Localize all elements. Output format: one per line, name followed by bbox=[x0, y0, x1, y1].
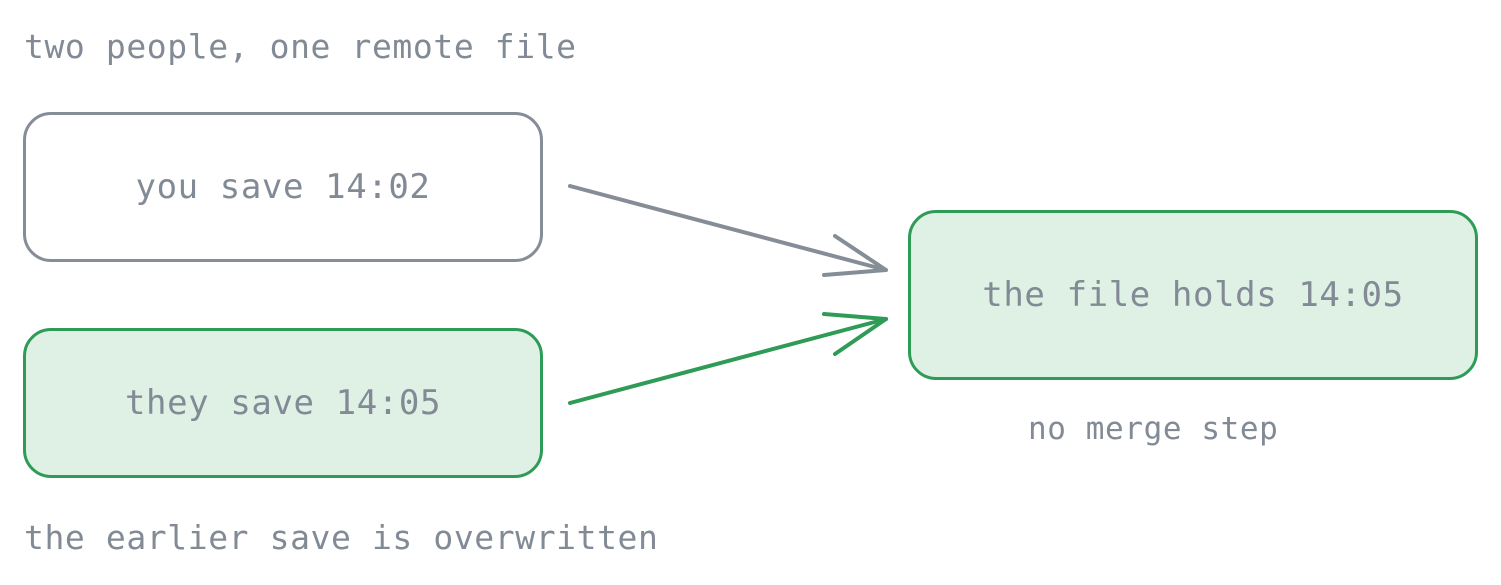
arrow-they-save-head bbox=[822, 312, 888, 356]
they-save-box: they save 14:05 bbox=[23, 328, 543, 478]
arrow-you-save-to-file bbox=[568, 184, 888, 277]
arrow-they-save-to-file bbox=[568, 312, 888, 405]
diagram-title: two people, one remote file bbox=[24, 27, 577, 66]
they-save-label: they save 14:05 bbox=[124, 383, 442, 423]
arrow-they-save-shaft bbox=[568, 317, 888, 405]
file-holds-box: the file holds 14:05 bbox=[908, 210, 1478, 380]
file-holds-label: the file holds 14:05 bbox=[982, 275, 1404, 315]
arrow-you-save-shaft bbox=[568, 184, 888, 272]
arrow-you-save-head bbox=[822, 234, 888, 277]
you-save-label: you save 14:02 bbox=[135, 167, 431, 207]
no-merge-note: no merge step bbox=[1028, 411, 1279, 447]
you-save-box: you save 14:02 bbox=[23, 112, 543, 262]
overwrite-caption: the earlier save is overwritten bbox=[24, 518, 659, 557]
